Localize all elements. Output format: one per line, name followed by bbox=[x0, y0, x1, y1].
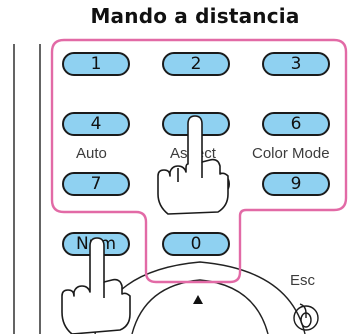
key-2[interactable]: 2 bbox=[162, 52, 230, 76]
label-color-mode: Color Mode bbox=[252, 145, 330, 162]
up-arrow-icon bbox=[193, 295, 203, 304]
key-9[interactable]: 9 bbox=[262, 172, 330, 196]
key-7[interactable]: 7 bbox=[62, 172, 130, 196]
key-6[interactable]: 6 bbox=[262, 112, 330, 136]
key-0[interactable]: 0 bbox=[162, 232, 230, 256]
hand-pointer-icon bbox=[61, 237, 131, 334]
dpad-inner-ring bbox=[131, 279, 269, 334]
mouse-icon bbox=[293, 303, 319, 331]
label-auto: Auto bbox=[76, 145, 107, 162]
key-3[interactable]: 3 bbox=[262, 52, 330, 76]
key-4[interactable]: 4 bbox=[62, 112, 130, 136]
keypad-highlight-outline bbox=[50, 38, 348, 284]
label-esc: Esc bbox=[290, 272, 316, 289]
hand-pointer-icon bbox=[157, 115, 229, 215]
page-title: Mando a distancia bbox=[90, 4, 300, 28]
key-1[interactable]: 1 bbox=[62, 52, 130, 76]
